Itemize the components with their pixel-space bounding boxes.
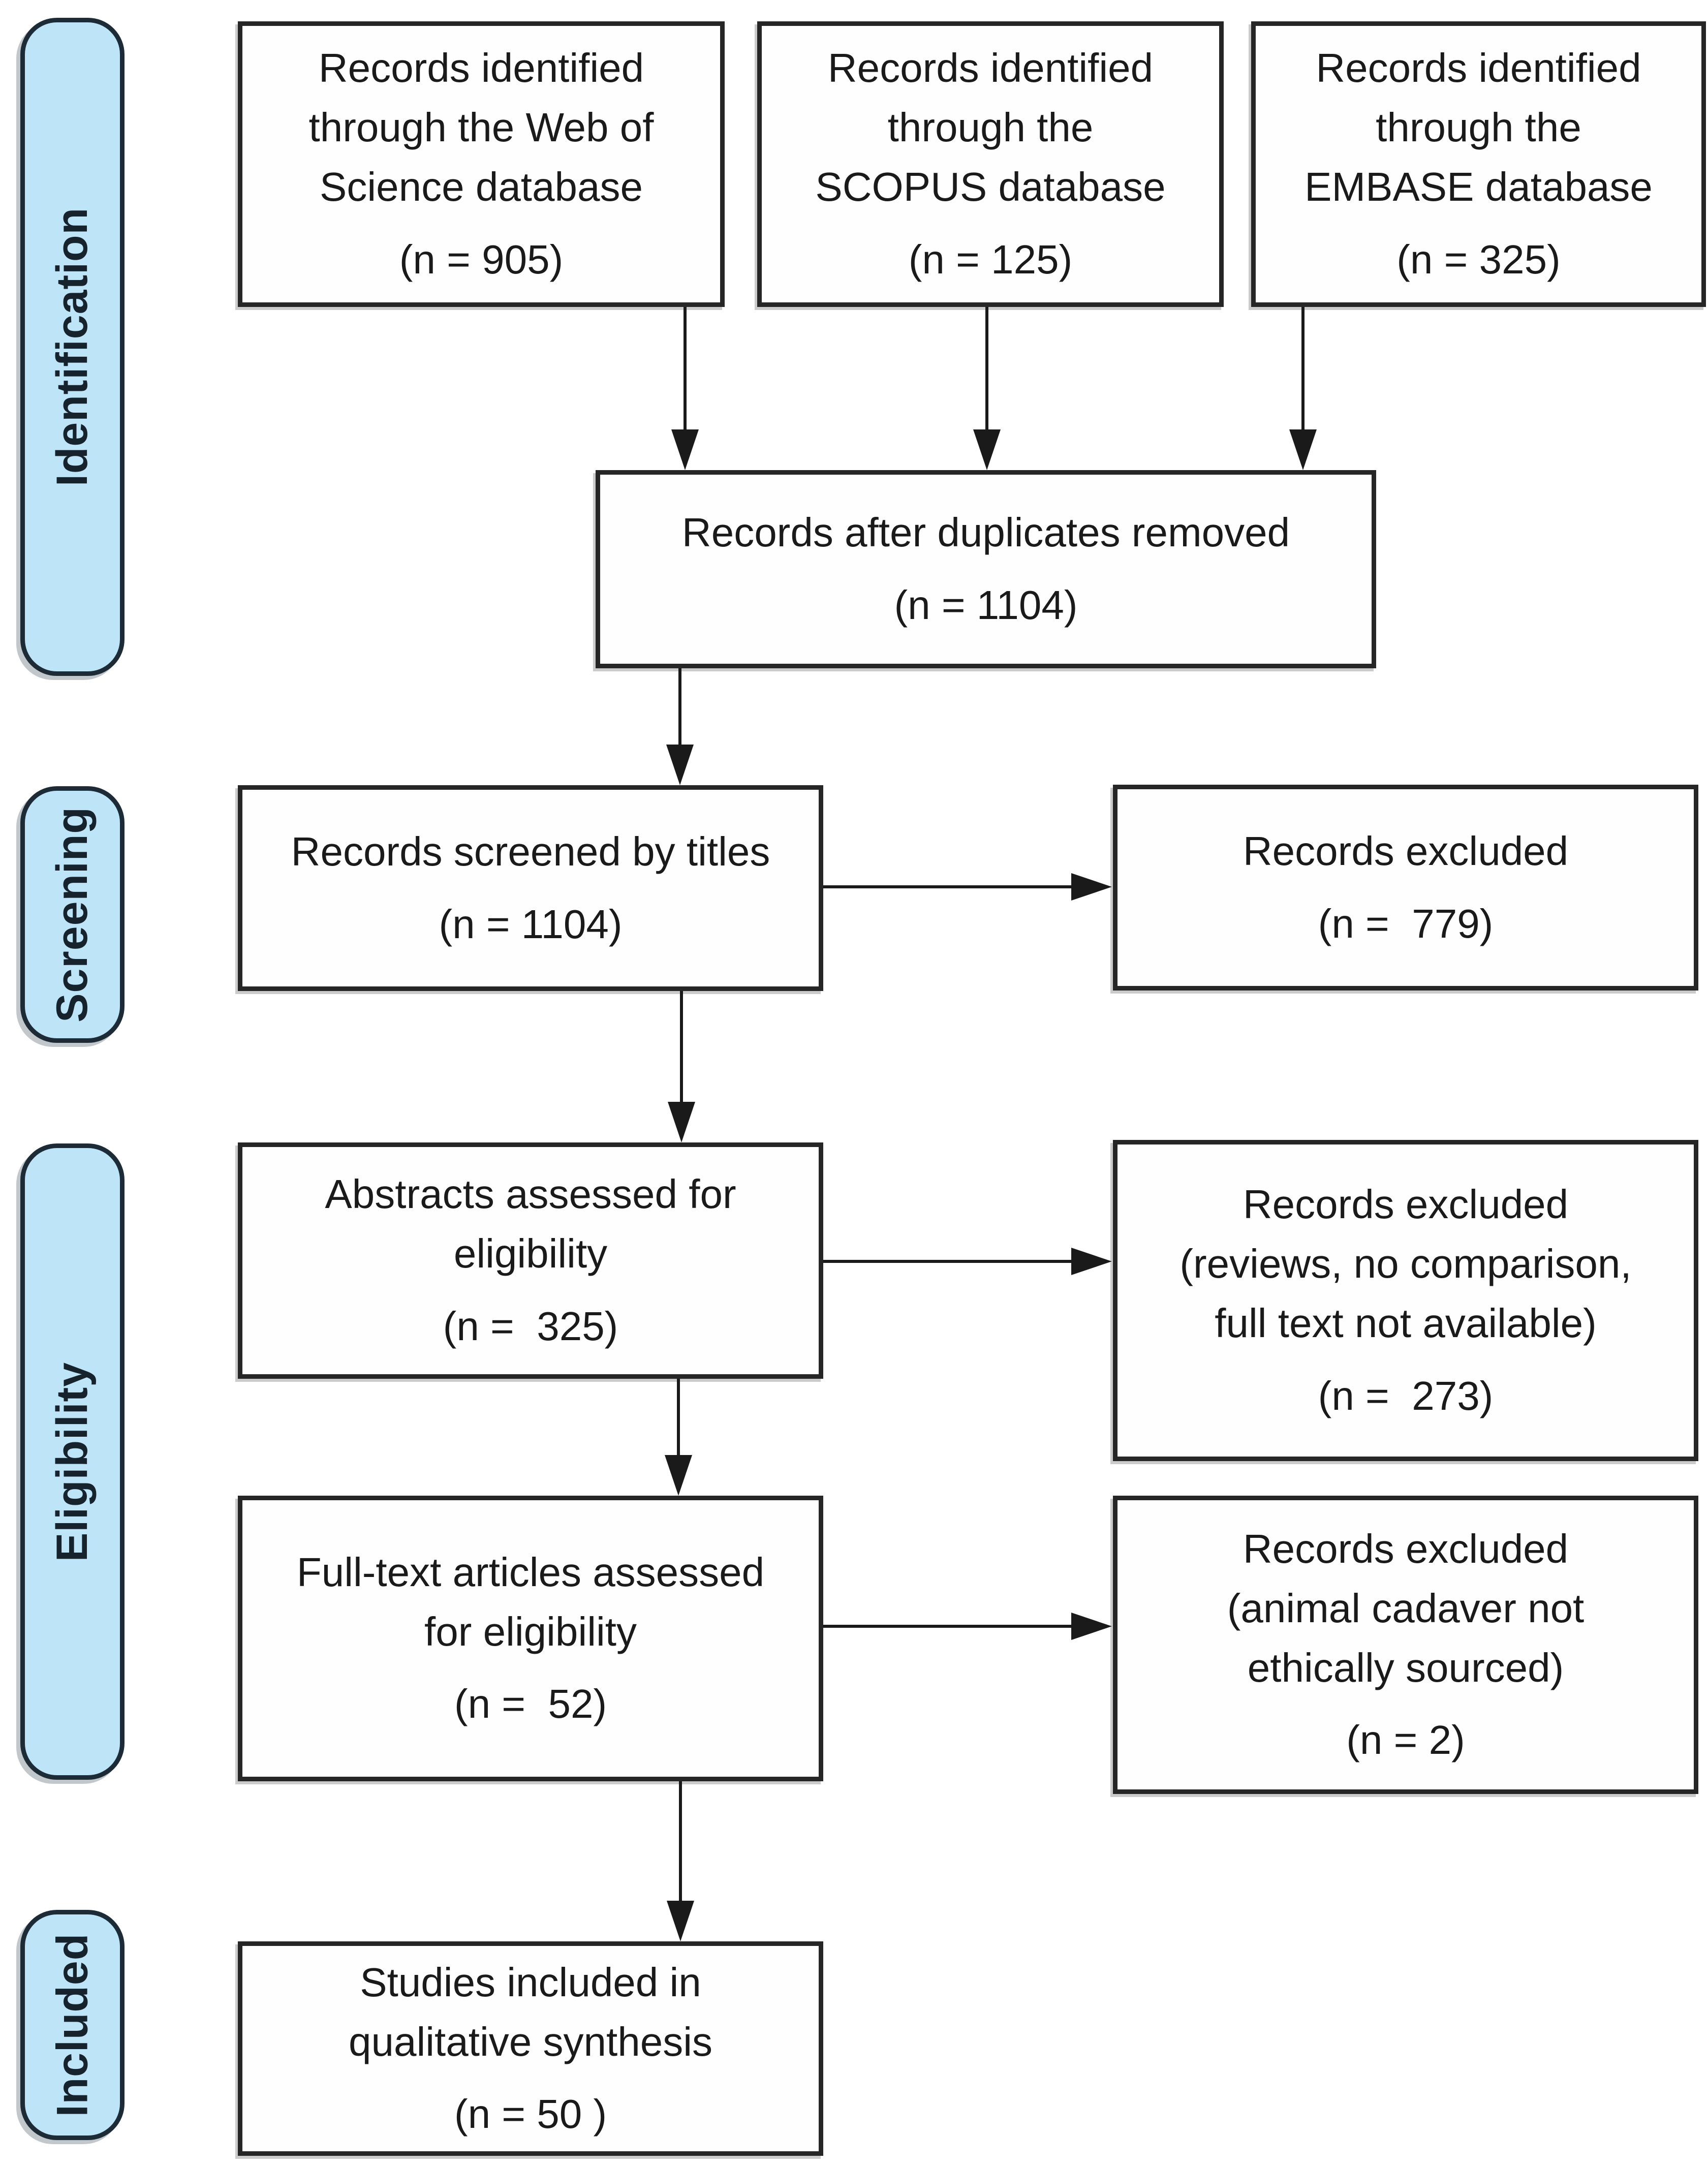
box-records-scopus: Records identified through the SCOPUS da… [757,21,1224,307]
arrow-fulltext-to-excluded [823,1625,1075,1628]
stage-eligibility: Eligibility [20,1143,125,1780]
arrowhead-right-icon [1071,873,1112,901]
arrow-abstracts-to-excluded [823,1260,1075,1263]
stage-included-label: Included [48,1933,97,2117]
arrow-fulltext-to-included [679,1781,682,1903]
arrow-screened-to-excluded [823,885,1075,888]
box-count: (n = 52) [454,1681,607,1727]
box-abstracts-assessed: Abstracts assessed for eligibility (n = … [238,1142,823,1379]
box-count: (n = 325) [443,1303,618,1349]
box-studies-included: Studies included in qualitative synthesi… [238,1941,823,2156]
stage-included: Included [20,1910,125,2140]
arrowhead-down-icon [1289,429,1317,470]
box-count: (n = 273) [1318,1373,1494,1418]
stage-identification-label: Identification [48,207,97,487]
box-label: Records identified through the EMBASE da… [1305,45,1653,209]
box-fulltext-assessed: Full-text articles assessed for eligibil… [238,1496,823,1781]
box-label: Records excluded [1243,828,1569,874]
arrow-screened-to-abstracts [680,991,683,1104]
stage-screening-label: Screening [48,807,97,1023]
box-count: (n = 50 ) [454,2091,607,2137]
box-duplicates-removed: Records after duplicates removed (n = 11… [596,470,1376,668]
stage-eligibility-label: Eligibility [48,1362,97,1562]
arrowhead-down-icon [667,1901,694,1941]
box-label: Records excluded (reviews, no comparison… [1179,1182,1632,1346]
box-label: Records after duplicates removed [681,510,1290,555]
arrowhead-down-icon [973,429,1001,470]
box-label: Studies included in qualitative synthesi… [349,1959,712,2064]
box-count: (n = 1104) [439,901,623,947]
box-excluded-abstracts: Records excluded (reviews, no comparison… [1113,1140,1698,1461]
arrowhead-right-icon [1071,1613,1112,1640]
box-records-web-of-science: Records identified through the Web of Sc… [238,21,725,307]
stage-identification: Identification [20,18,125,676]
stage-screening: Screening [20,786,125,1043]
box-count: (n = 125) [908,236,1073,282]
arrowhead-down-icon [668,1102,695,1142]
box-records-embase: Records identified through the EMBASE da… [1251,21,1706,307]
box-label: Full-text articles assessed for eligibil… [296,1549,765,1654]
box-records-screened: Records screened by titles (n = 1104) [238,785,823,991]
arrowhead-down-icon [666,745,694,785]
box-label: Records screened by titles [291,828,770,874]
box-count: (n = 905) [399,236,564,282]
box-excluded-by-titles: Records excluded (n = 779) [1113,785,1698,991]
arrow-wos-to-duplicates [684,307,687,431]
box-label: Records identified through the SCOPUS da… [815,45,1166,209]
arrow-embase-to-duplicates [1301,307,1305,431]
box-count: (n = 325) [1396,236,1561,282]
box-count: (n = 2) [1346,1717,1465,1763]
box-label: Records excluded (animal cadaver not eth… [1227,1526,1585,1690]
arrowhead-down-icon [665,1455,692,1496]
box-label: Records identified through the Web of Sc… [308,45,654,209]
box-label: Abstracts assessed for eligibility [325,1171,736,1277]
arrow-scopus-to-duplicates [985,307,988,431]
arrowhead-down-icon [671,429,699,470]
box-count: (n = 779) [1318,901,1494,946]
arrowhead-right-icon [1071,1248,1112,1275]
box-count: (n = 1104) [894,582,1078,628]
box-excluded-fulltext: Records excluded (animal cadaver not eth… [1113,1496,1698,1794]
arrow-abstracts-to-fulltext [677,1379,680,1458]
arrow-duplicates-to-screened [678,668,681,747]
